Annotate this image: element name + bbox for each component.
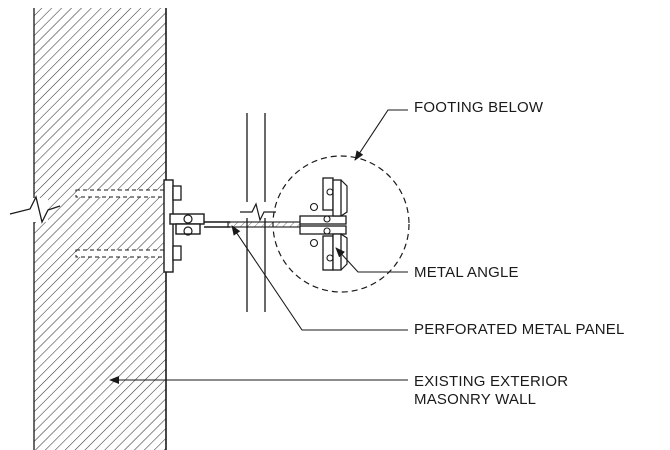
- callout-masonry-wall-line2: MASONRY WALL: [414, 391, 537, 408]
- perforated-metal-panel: [227, 221, 301, 228]
- callout-masonry-wall: EXISTING EXTERIOR MASONRY WALL: [414, 373, 568, 409]
- anchor-bolts: [75, 189, 169, 258]
- callout-metal-angle: METAL ANGLE: [414, 264, 519, 281]
- metal-angle-assembly: [299, 177, 348, 271]
- masonry-wall: [33, 8, 167, 450]
- leader-footing: [354, 109, 408, 161]
- leader-panel: [231, 225, 408, 331]
- leader-lines: [109, 109, 408, 384]
- leader-angle: [335, 247, 408, 273]
- detail-circle: [272, 155, 410, 293]
- callout-footing-below: FOOTING BELOW: [414, 99, 544, 116]
- wall-break-line: [8, 195, 61, 224]
- wall-bracket: [163, 179, 230, 273]
- callout-perforated-metal-panel: PERFORATED METAL PANEL: [414, 321, 625, 338]
- vertical-frame: [238, 113, 276, 312]
- callout-masonry-wall-line1: EXISTING EXTERIOR: [414, 373, 569, 390]
